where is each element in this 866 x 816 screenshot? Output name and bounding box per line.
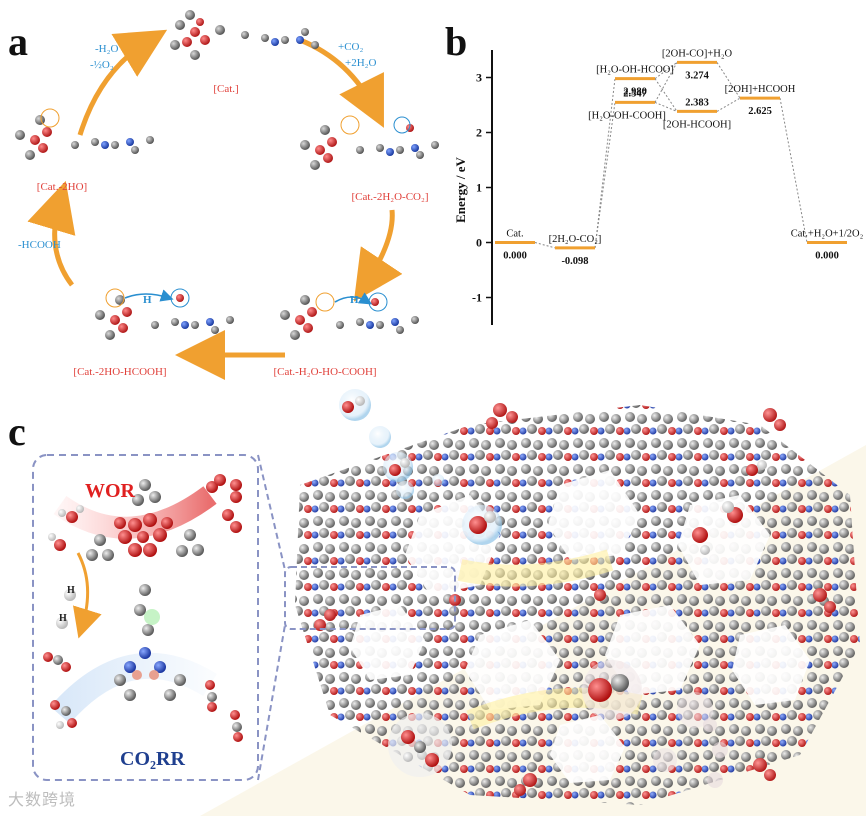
energy-level-label: [2H₂O-CO₂]: [549, 234, 602, 245]
molecule-cat-2ho: [15, 108, 154, 160]
energy-level-value: 2.980: [623, 87, 647, 98]
wor-label: WOR: [85, 480, 136, 502]
catalytic-cycle: [Cat.] [Cat.-2H₂O-CO₂] [Cat.-H₂O-HO-COOH…: [15, 10, 439, 380]
step-label-plus-co2: +CO₂: [338, 41, 363, 53]
cycle-arrow-left: [27, 180, 76, 287]
energy-level-value: 3.274: [685, 70, 709, 81]
panel-a-letter: a: [8, 19, 28, 64]
level-connector: [779, 98, 808, 243]
energy-profile-chart: -1 0 1 2 3 Cat. 0.000 [2H₂O-CO₂] -0.098 [H₂O-OH-…: [453, 48, 864, 325]
panel-c-letter: c: [8, 409, 26, 454]
y-axis-label: Energy / eV: [453, 157, 468, 223]
bubbles: [339, 389, 767, 788]
energy-level-value: 0.000: [503, 251, 527, 262]
y-tick-label: -1: [472, 291, 482, 305]
step-label-minus-h2o: -H₂O: [95, 43, 118, 55]
node-label-cat-2ho: [Cat.-2HO]: [37, 181, 87, 193]
energy-level-value: -0.098: [561, 256, 588, 267]
energy-level-label: [2OH-HCOOH]: [663, 119, 731, 130]
molecule-cat: [170, 10, 319, 60]
energy-level-label: [2OH-CO]+H₂O: [662, 48, 733, 59]
cof-lattice: [295, 403, 860, 805]
energy-level-value: 2.547: [623, 88, 647, 99]
h-transfer-label-1: H: [143, 294, 152, 306]
molecule-cat-2ho-hcooh: [95, 288, 234, 340]
watermark: 大数跨境: [8, 790, 77, 809]
energy-level-value: 2.383: [685, 97, 709, 108]
h-label-inset-2: H: [67, 585, 75, 596]
co2rr-label: CO₂RR: [120, 748, 185, 770]
molecule-cat-2h2o-co2: [300, 115, 439, 170]
y-tick-label: 2: [476, 126, 482, 140]
level-connector: [654, 62, 678, 80]
cycle-arrow-top-right: [299, 37, 384, 128]
inset-catalyst-molecule: [43, 474, 243, 742]
cycle-arrow-top-left: [77, 29, 168, 136]
level-connector: [594, 78, 616, 248]
h-transfer-label-2: H: [350, 294, 359, 306]
level-connector: [654, 78, 678, 112]
energy-level-value: 2.625: [748, 106, 772, 117]
molecule-cat-h2o-ho-cooh: [280, 292, 419, 340]
h-label-inset-1: H: [59, 613, 67, 624]
step-label-minus-hcooh: -HCOOH: [18, 239, 61, 251]
level-connector: [594, 102, 616, 248]
framework-schematic: WOR CO₂RR H H: [32, 389, 866, 816]
energy-level-label: [H₂O-OH-HCOO]: [596, 65, 674, 76]
level-connector: [534, 242, 556, 249]
y-tick-label: 1: [476, 181, 482, 195]
energy-level-value: 0.000: [815, 251, 839, 262]
panel-b-letter: b: [445, 19, 468, 64]
energy-level-label: [H₂O-OH-COOH]: [588, 110, 666, 121]
level-connector: [716, 62, 741, 99]
cycle-arrow-right: [353, 209, 403, 302]
node-label-cat-h2o-ho-cooh: [Cat.-H₂O-HO-COOH]: [273, 366, 376, 378]
node-label-cat-2ho-hcooh: [Cat.-2HO-HCOOH]: [73, 366, 166, 378]
energy-level-label: [2OH]+HCOOH: [725, 84, 796, 95]
y-tick-label: 0: [476, 236, 482, 250]
energy-level-label: Cat.+H₂O+1/2O₂: [791, 229, 864, 240]
energy-level-label: Cat.: [506, 229, 523, 240]
node-label-cat-2h2o-co2: [Cat.-2H₂O-CO₂]: [351, 191, 428, 203]
y-tick-label: 3: [476, 71, 482, 85]
step-label-minus-half-o2: -½O₂: [90, 59, 114, 71]
level-connector: [716, 97, 741, 112]
node-label-cat: [Cat.]: [213, 83, 238, 95]
step-label-plus-2h2o: +2H₂O: [345, 57, 376, 69]
